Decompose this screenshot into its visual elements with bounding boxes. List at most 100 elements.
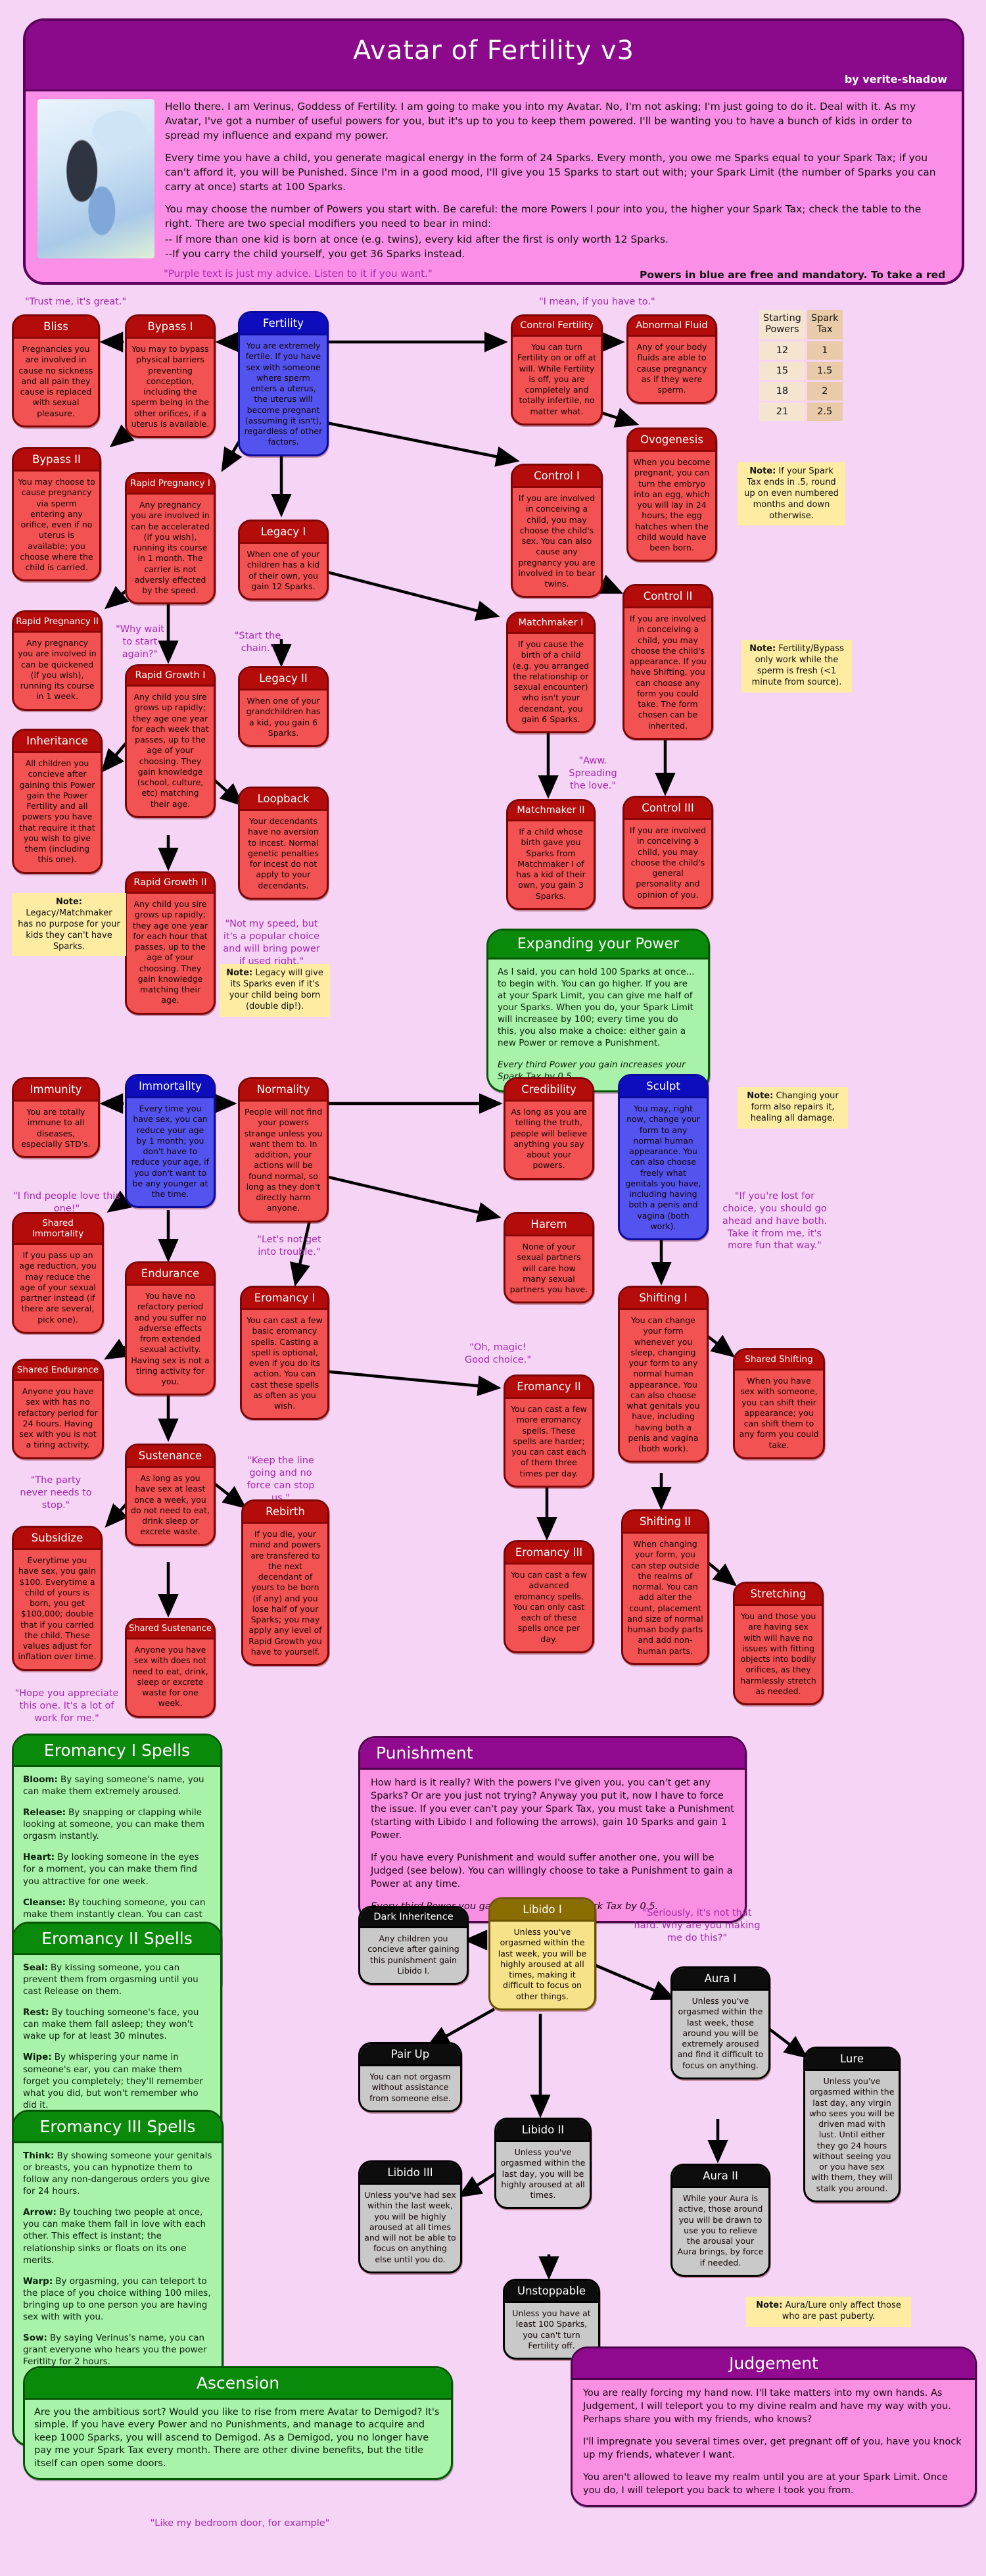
power-eromancy-3: Eromancy III You can cast a few advanced…: [504, 1540, 594, 1653]
spell-name: Rest:: [23, 2007, 49, 2018]
power-normality: Normality People will not find your powe…: [238, 1077, 329, 1223]
section-title: Punishment: [360, 1738, 745, 1770]
punishment-title: Unstoppable: [505, 2281, 598, 2303]
section-title: Expanding your Power: [488, 931, 708, 960]
section-judgement: Judgement You are really forcing my hand…: [571, 2346, 977, 2507]
power-body: When changing your form, you can step ou…: [627, 1539, 703, 1656]
power-sustenance: Sustenance As long as you have sex at le…: [125, 1444, 216, 1546]
power-body: Any of your body fluids are able to caus…: [636, 342, 707, 395]
power-title: Endurance: [127, 1263, 214, 1286]
power-body: As long as you are telling the truth, pe…: [510, 1107, 588, 1171]
quote-seriously: "Seriously, it's not that hard. Why are …: [634, 1908, 761, 1943]
power-body: If you die, your mind and powers are tra…: [248, 1529, 322, 1657]
power-body: When you have sex with someone, you can …: [739, 1376, 819, 1450]
punishment-body: Unless you've orgasmed within the last d…: [809, 2076, 895, 2193]
power-legacy-1: Legacy I When one of your children has a…: [238, 520, 329, 600]
note-text: Fertility/Bypass only work while the spe…: [751, 644, 844, 687]
section-body: Are you the ambitious sort? Would you li…: [34, 2407, 440, 2469]
power-title: Rapid Pregnancy I: [127, 474, 214, 495]
note-text: Legacy/Matchmaker has no purpose for you…: [18, 908, 120, 952]
power-body: You and those you are having sex with wi…: [740, 1611, 816, 1696]
power-matchmaker-1: Matchmaker I If you cause the birth of a…: [506, 612, 596, 733]
punishment-title: Libido I: [490, 1899, 594, 1922]
power-rapid-growth-2: Rapid Growth II Any child you sire grows…: [125, 871, 216, 1015]
intro-paragraph-1: Hello there. I am Verinus, Goddess of Fe…: [165, 101, 916, 141]
spell-name: Arrow:: [23, 2207, 57, 2218]
power-title: Loopback: [240, 789, 327, 811]
tax-cell: 1.5: [807, 361, 843, 380]
header-bar: Avatar of Fertility v3 by verite-shadow: [26, 21, 962, 91]
quote-why-wait: "Why wait to start again?": [116, 624, 164, 660]
tax-cell: 21: [759, 402, 805, 421]
power-title: Inheritance: [14, 731, 101, 753]
punishment-dark-inheritence: Dark Inheritence Any children you concie…: [358, 1906, 469, 1985]
power-title: Rapid Growth II: [127, 873, 214, 894]
punishment-libido-1: Libido I Unless you've orgasmed within t…: [488, 1897, 596, 2010]
power-title: Control II: [624, 586, 711, 608]
power-body: You are totally immune to all diseases, …: [21, 1107, 91, 1149]
power-fertility: Fertility You are extremely fertile. If …: [238, 311, 329, 456]
power-rapid-growth-1: Rapid Growth I Any child you sire grows …: [125, 664, 216, 818]
power-control-1: Control I If you are involved in conceiv…: [511, 464, 603, 598]
power-shared-endurance: Shared Endurance Anyone you have sex wit…: [12, 1359, 104, 1459]
power-endurance: Endurance You have no refactory period a…: [125, 1261, 216, 1396]
note-text: If your Spark Tax ends in .5, round up o…: [744, 466, 839, 521]
note-text: Legacy will give its Sparks even if it's…: [229, 968, 323, 1011]
section-body: As I said, you can hold 100 Sparks at on…: [498, 967, 695, 1049]
power-body: Any pregnancy you are involved in can be…: [131, 500, 210, 595]
power-title: Abnormal Fluid: [628, 316, 715, 337]
note-label: Note:: [749, 466, 776, 476]
quote-oh-magic: "Oh, magic! Good choice.": [464, 1342, 532, 1365]
punishment-title: Pair Up: [360, 2044, 460, 2066]
spell-name: Heart:: [23, 1852, 55, 1863]
power-eromancy-1: Eromancy I You can cast a few basic erom…: [240, 1286, 329, 1421]
power-bliss: Bliss Pregnancies you are involved in ca…: [12, 314, 100, 427]
power-shared-shifting: Shared Shifting When you have sex with s…: [733, 1348, 825, 1459]
punishment-title: Libido II: [496, 2120, 590, 2142]
quote-party: "The party never needs to stop.": [20, 1475, 92, 1511]
punishment-body: Unless you've orgasmed within the last w…: [498, 1927, 587, 2001]
spell-desc: By touching two people at once, you can …: [23, 2207, 206, 2266]
note-aura-lure: Note: Aura/Lure only affect those who ar…: [746, 2297, 911, 2327]
power-title: Bypass I: [127, 316, 214, 339]
punishment-aura-2: Aura II While your Aura is active, those…: [670, 2164, 770, 2277]
power-rebirth: Rebirth If you die, your mind and powers…: [241, 1499, 329, 1666]
tax-col2-header: Spark Tax: [807, 310, 843, 339]
power-title: Subsidize: [14, 1528, 101, 1550]
power-body: Every time you have sex, you can reduce …: [131, 1104, 210, 1199]
spell-desc: By touching someone's face, you can make…: [23, 2007, 199, 2042]
spell-name: Release:: [23, 1807, 66, 1818]
section-title: Judgement: [573, 2348, 975, 2380]
tax-cell: 1: [807, 341, 843, 360]
power-title: Rapid Pregnancy II: [14, 612, 101, 633]
punishment-body: You can not orgasm without assistance fr…: [369, 2072, 451, 2103]
quote-aww-spreading: "Aww. Spreading the love.": [569, 756, 617, 791]
power-title: Harem: [505, 1214, 592, 1236]
power-title: Shifting I: [620, 1288, 707, 1310]
spell-desc: By snapping or clapping while looking at…: [23, 1807, 204, 1842]
judgement-paragraph: I'll impregnate you several times over, …: [583, 2437, 962, 2460]
tax-cell: 2.5: [807, 402, 843, 421]
power-body: You can change your form whenever you sl…: [626, 1315, 700, 1453]
note-label: Note:: [226, 968, 253, 978]
spell-name: Cleanse:: [23, 1897, 66, 1908]
punishment-body: Unless you've orgasmed within the last d…: [500, 2147, 586, 2200]
power-title: Normality: [240, 1079, 327, 1102]
power-body: As long as you have sex at least once a …: [131, 1473, 210, 1537]
power-body: When one of your grandchildren has a kid…: [246, 696, 321, 738]
punishment-paragraph: If you have every Punishment and would s…: [371, 1853, 733, 1889]
power-abnormal-fluid: Abnormal Fluid Any of your body fluids a…: [626, 314, 717, 404]
tax-cell: 12: [759, 341, 805, 360]
section-ascension: Ascension Are you the ambitious sort? Wo…: [23, 2366, 453, 2481]
power-eromancy-2: Eromancy II You can cast a few more erom…: [504, 1374, 594, 1488]
power-body: If you are involved in conceiving a chil…: [629, 614, 707, 731]
power-body: You may to bypass physical barriers prev…: [131, 344, 210, 429]
punishment-title: Libido III: [360, 2162, 460, 2185]
power-body: You are extremely fertile. If you have s…: [244, 341, 323, 447]
spell-name: Seal:: [23, 1962, 49, 1973]
quote-not-my-speed: "Not my speed, but it's a popular choice…: [223, 919, 320, 967]
spell-desc: By showing someone your genitals or brea…: [23, 2151, 212, 2197]
power-rapid-pregnancy-1: Rapid Pregnancy I Any pregnancy you are …: [125, 472, 216, 605]
quote-bedroom-door: "Like my bedroom door, for example": [150, 2518, 330, 2529]
power-immunity: Immunity You are totally immune to all d…: [12, 1077, 100, 1158]
